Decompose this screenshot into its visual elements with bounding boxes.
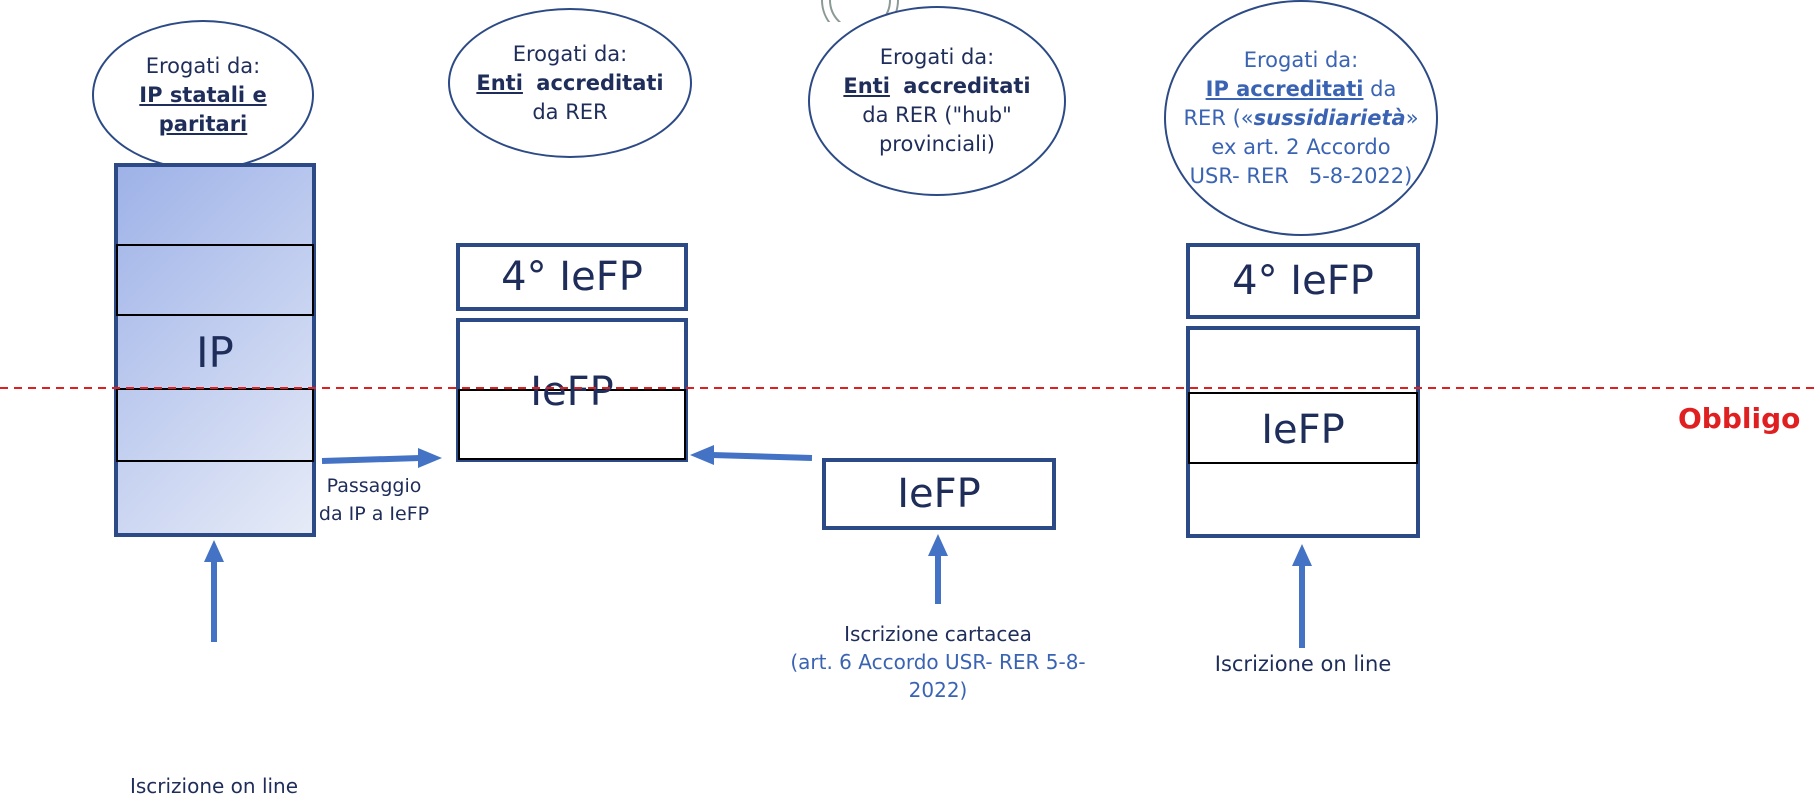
provider-heading: Erogati da:: [512, 41, 628, 66]
provider-ellipse-hub: Erogati da: Enti accreditati da RER ("hu…: [808, 6, 1066, 196]
provider-heading: Erogati da:: [879, 45, 995, 69]
ip-row-divider: [116, 244, 314, 316]
provider-name-cont: accreditati: [903, 74, 1031, 98]
provider-name-cont: da: [1370, 76, 1397, 101]
hub-enrolment-caption: Iscrizione cartacea (art. 6 Accordo USR-…: [768, 620, 1108, 704]
provider-name: Enti: [843, 74, 890, 98]
provider-name-cont: accreditati: [536, 70, 664, 95]
iefp-main-label: IeFP: [530, 369, 614, 415]
obbligo-label: Obbligo: [1678, 402, 1801, 435]
ip-label: IP: [196, 327, 234, 377]
enrol-arrow-hub-head: [928, 534, 948, 556]
iefp-hub-label: IeFP: [897, 471, 981, 517]
enrol-arrow-sussidiarieta-head: [1292, 544, 1312, 566]
iefp-sussidiarieta-4th-year-label: 4° IeFP: [1232, 258, 1374, 304]
provider-name: IP statali e: [139, 82, 267, 107]
provider-detail: da RER: [532, 99, 608, 124]
provider-detail-cont: provinciali): [878, 132, 996, 156]
transfer-caption-line2: da IP a IeFP: [318, 503, 430, 525]
provider-detail-c: »: [1405, 105, 1419, 130]
iefp-sussidiarieta-main-box: [1186, 326, 1420, 538]
provider-heading: Erogati da:: [1243, 47, 1359, 72]
transfer-caption-line1: Passaggio: [326, 475, 422, 497]
provider-detail-d: ex art. 2 Accordo: [1211, 134, 1391, 159]
ip-block: [114, 163, 316, 537]
provider-ellipse-sussidiarieta: Erogati da: IP accreditati da RER («suss…: [1164, 0, 1438, 236]
hub-enrolment-line1: Iscrizione cartacea: [844, 622, 1032, 646]
provider-ellipse-enti: Erogati da: Enti accreditati da RER: [448, 8, 692, 158]
iefp-sussidiarieta-label: IeFP: [1261, 407, 1345, 453]
provider-name: Enti: [476, 70, 523, 95]
iefp-sussidiarieta-4th-year-box: [1186, 243, 1420, 319]
provider-name: IP accreditati: [1205, 76, 1364, 101]
iefp-hub-box: [822, 458, 1056, 530]
provider-detail: da RER ("hub": [862, 103, 1012, 127]
transfer-arrow-head: [418, 448, 442, 468]
hub-enrolment-line2: (art. 6 Accordo USR- RER 5-8-: [790, 650, 1086, 674]
iefp-row-divider: [458, 389, 686, 460]
provider-detail-e: USR- RER 5-8-2022): [1189, 163, 1413, 188]
transfer-caption: Passaggio da IP a IeFP: [316, 472, 432, 528]
ip-enrolment-caption: Iscrizione on line: [129, 774, 299, 798]
hub-enrolment-line3: 2022): [908, 678, 968, 702]
provider-detail-a: RER («: [1183, 105, 1254, 130]
hub-arrow-head: [690, 445, 714, 465]
hub-arrow: [711, 452, 813, 461]
provider-detail-b: sussidiarietà: [1253, 105, 1406, 130]
transfer-arrow: [321, 455, 421, 464]
sussidiarieta-enrolment-caption: Iscrizione on line: [1214, 652, 1392, 676]
iefp-4th-year-label: 4° IeFP: [501, 254, 643, 300]
iefp-4th-year-box: [456, 243, 688, 311]
provider-name-cont: paritari: [158, 111, 248, 136]
iefp-sussidiarieta-row-divider: [1188, 392, 1418, 464]
provider-heading: Erogati da:: [145, 53, 261, 78]
enrol-arrow-ip-head: [204, 540, 224, 562]
